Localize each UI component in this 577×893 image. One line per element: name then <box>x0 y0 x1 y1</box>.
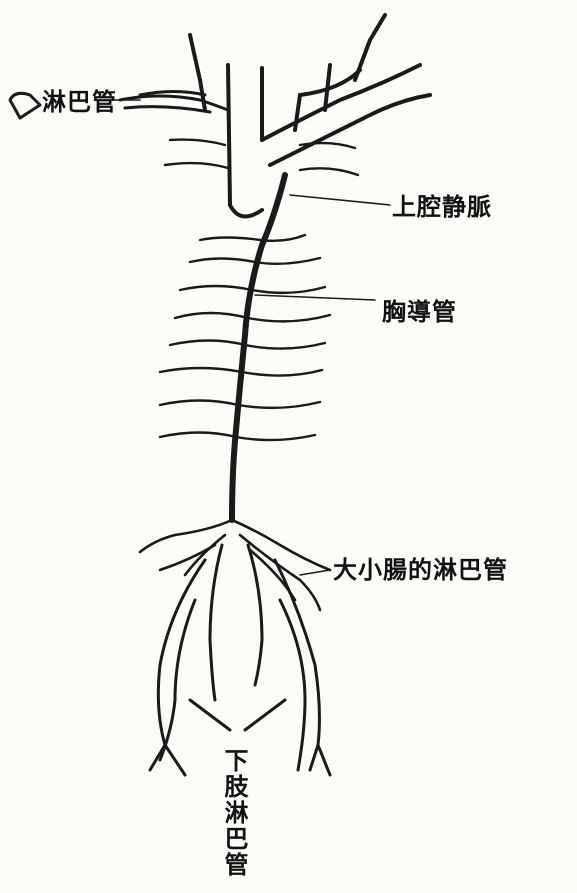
label-intestinal-lymph: 大小腸的淋巴管 <box>333 558 508 582</box>
label-vena-cava: 上腔静脈 <box>392 195 492 219</box>
label-lymph-vessel-top: 淋巴管 <box>42 90 117 114</box>
lower-limb-lymph <box>150 545 330 775</box>
label-lower-limb-lymph: 下肢淋巴管 <box>222 748 246 878</box>
great-veins <box>190 15 430 216</box>
intercostal-branches <box>160 140 358 441</box>
intestinal-lymph-branches <box>140 520 330 610</box>
label-thoracic-duct: 胸導管 <box>382 300 457 324</box>
